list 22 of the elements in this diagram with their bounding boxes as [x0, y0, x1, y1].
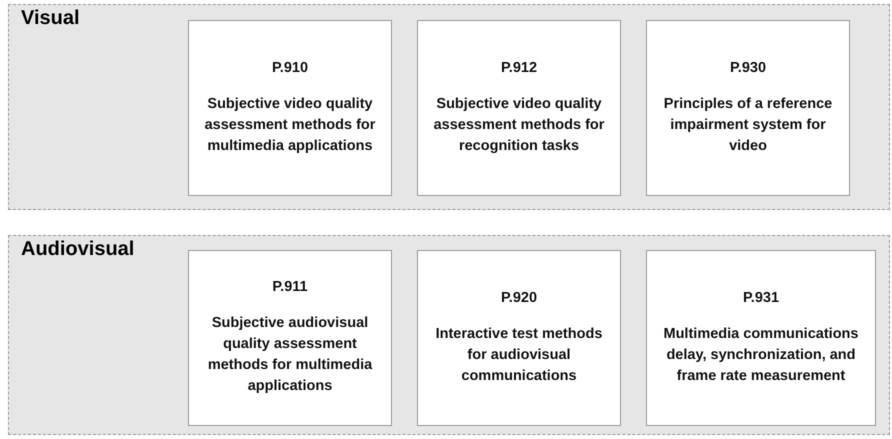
standard-title: Multimedia communications delay, synchronization, and frame rate measurement	[662, 324, 860, 386]
standard-number: P.912	[500, 60, 538, 76]
group-panel	[8, 4, 890, 210]
group-heading: Visual	[21, 7, 80, 30]
standard-title: Subjective video quality assessment methods for recognition tasks	[432, 94, 606, 156]
group-heading: Audiovisual	[21, 238, 134, 261]
standard-card	[417, 250, 621, 426]
standard-number: P.910	[272, 60, 308, 76]
standard-card	[417, 20, 621, 196]
standard-number: P.931	[742, 290, 780, 306]
standard-card	[646, 20, 850, 196]
standard-title: Interactive test methods for audiovisual communications	[434, 324, 604, 386]
standard-card	[188, 20, 392, 196]
standard-card	[188, 250, 392, 426]
standard-number: P.911	[272, 279, 308, 295]
standard-card	[646, 250, 876, 426]
standard-title: Subjective video quality assessment methods for multimedia applications	[204, 94, 376, 156]
standard-number: P.920	[500, 290, 538, 306]
standard-number: P.930	[730, 60, 766, 76]
standard-title: Principles of a reference impairment system for video	[662, 94, 834, 156]
group-panel	[8, 235, 890, 435]
standard-title: Subjective audiovisual quality assessment methods for multimedia applications	[206, 314, 374, 396]
